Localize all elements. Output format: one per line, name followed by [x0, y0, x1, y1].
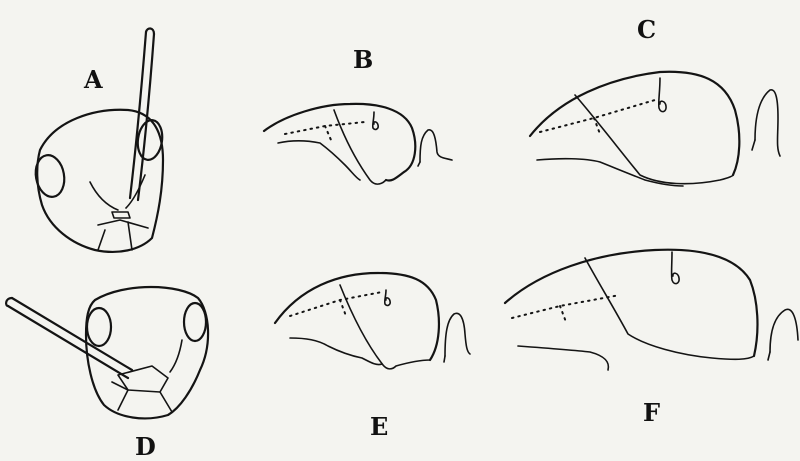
probe-d: [6, 298, 132, 378]
drawing-c-thorax-lateral: [530, 72, 780, 186]
label-d: D: [135, 435, 156, 459]
label-a: A: [84, 68, 103, 92]
label-b: B: [353, 48, 373, 72]
drawing-b-thorax-lateral: [264, 104, 452, 184]
label-e: E: [370, 415, 388, 439]
drawing-e-thorax-lateral: [275, 273, 470, 369]
label-f: F: [643, 401, 660, 425]
label-c: C: [637, 18, 656, 42]
drawing-f-thorax-lateral: [505, 250, 798, 370]
